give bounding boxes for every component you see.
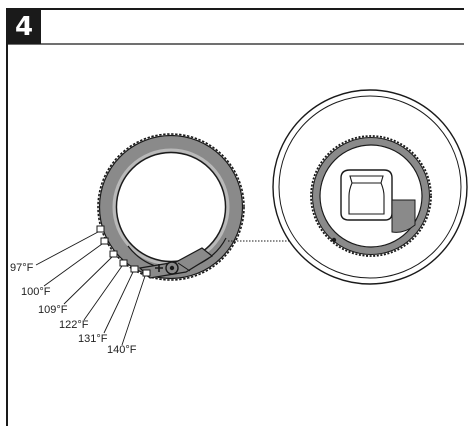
plus-marker-icon	[155, 264, 163, 272]
dial-ring-inner-edge	[115, 151, 227, 263]
detail-ring-band	[312, 137, 430, 255]
step-number-badge: 4	[7, 10, 41, 44]
leader-97	[35, 231, 99, 266]
notch-131	[130, 265, 139, 273]
detail-notch-dot	[331, 237, 337, 243]
notch-109	[109, 250, 118, 258]
indicator-marker	[348, 175, 385, 215]
indicator-shaded-segment	[391, 199, 416, 233]
detail-magnifier	[272, 89, 468, 285]
notch-100	[100, 237, 109, 245]
notch-97	[96, 225, 105, 233]
leader-109	[63, 256, 113, 305]
temperature-label: 140°F	[107, 344, 137, 356]
leader-122	[83, 265, 123, 321]
notch-140	[142, 269, 151, 277]
leader-100	[43, 243, 103, 287]
dial-ring-outer-edge	[98, 134, 244, 280]
notch-122	[119, 259, 128, 267]
temperature-label: 131°F	[78, 333, 108, 345]
dial-knob-center	[169, 265, 175, 271]
dial-ring	[96, 133, 245, 281]
leader-131	[103, 271, 134, 334]
dial-ring-teeth	[97, 133, 245, 281]
temperature-label: 109°F	[38, 304, 68, 316]
temperature-label: 122°F	[59, 319, 89, 331]
label-leader-lines	[35, 231, 146, 346]
detail-magnifier-inner	[278, 95, 462, 279]
temperature-label: 100°F	[21, 286, 51, 298]
leader-140	[121, 275, 146, 346]
detail-ring-teeth	[310, 135, 432, 257]
dial-latch-line	[177, 262, 191, 272]
temperature-notches	[96, 225, 151, 277]
temperature-label: 97°F	[10, 262, 34, 274]
detail-ring-outer-edge	[312, 137, 430, 255]
